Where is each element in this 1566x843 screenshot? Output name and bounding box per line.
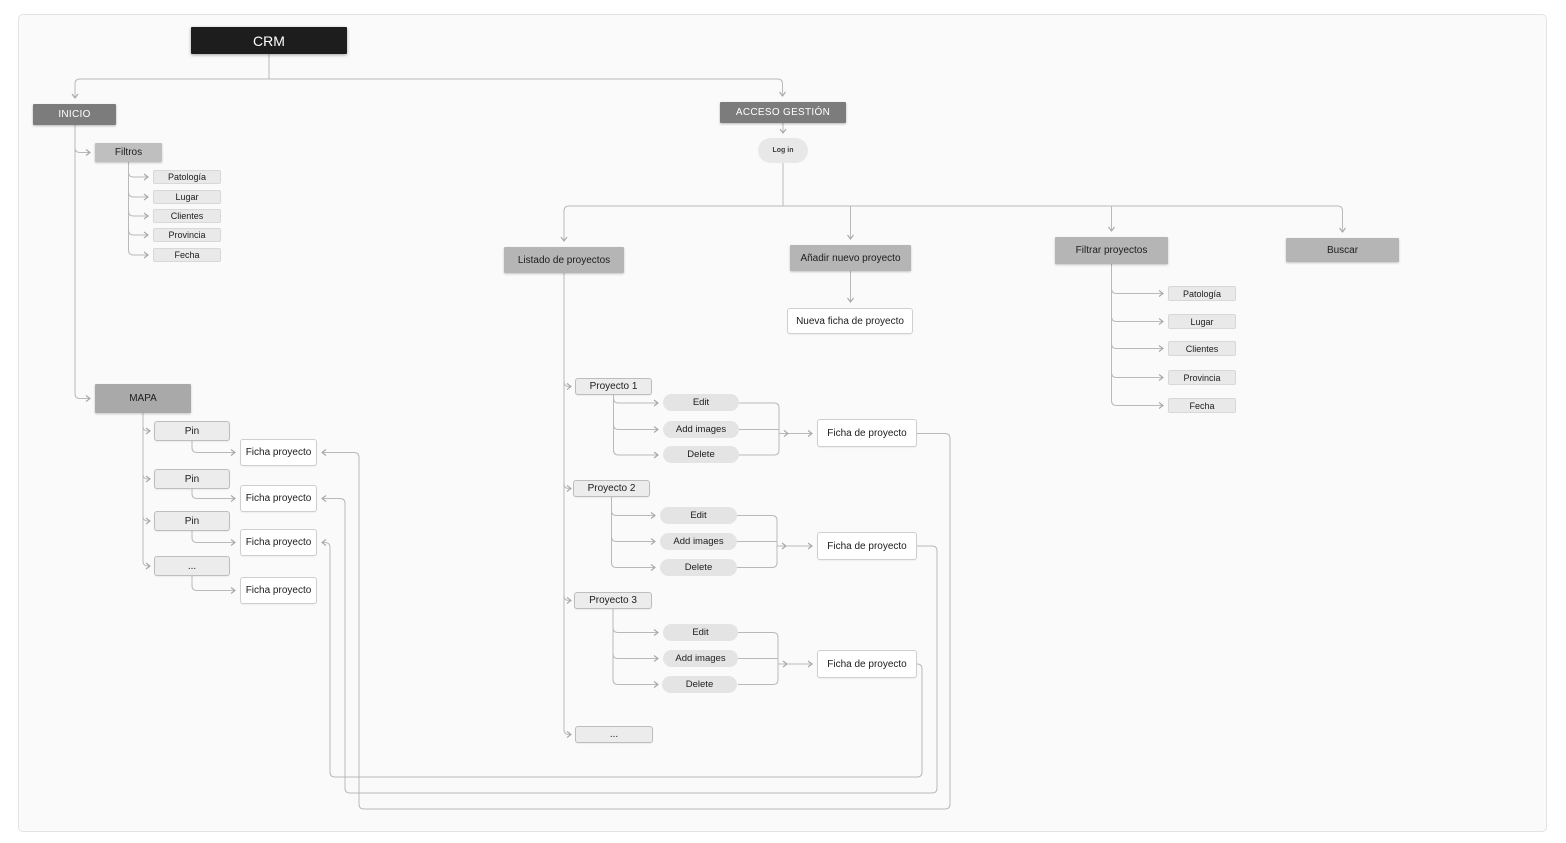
node-proyecto-1-add-images[interactable]: Add images [663, 421, 739, 438]
edge-filtros-clientes [128, 210, 149, 220]
node-filtrar-proyectos[interactable]: Filtrar proyectos [1055, 237, 1168, 264]
node-proyecto-3[interactable]: Proyecto 3 [574, 592, 652, 609]
edge-p3-add [612, 653, 659, 662]
edge-loop-ficha3 [321, 539, 923, 778]
node-proyecto-2[interactable]: Proyecto 2 [573, 480, 650, 497]
edge-filtros-provincia [128, 229, 149, 239]
edge-p2-del [611, 562, 656, 571]
edge-pin3-ficha [191, 531, 236, 546]
node-mapa[interactable]: MAPA [95, 384, 191, 413]
node-filtros-provincia[interactable]: Provincia [153, 228, 221, 242]
node-proyecto-1-delete[interactable]: Delete [663, 446, 739, 463]
node-ficha-proyecto-3[interactable]: Ficha proyecto [240, 529, 317, 556]
node-filtrar-fecha[interactable]: Fecha [1168, 398, 1236, 413]
node-proyecto-2-add-images[interactable]: Add images [660, 533, 737, 550]
node-login[interactable]: Log in [758, 138, 808, 163]
node-filtrar-clientes[interactable]: Clientes [1168, 341, 1236, 356]
node-ficha-proyecto-1[interactable]: Ficha proyecto [240, 439, 317, 466]
node-pin-1[interactable]: Pin [154, 421, 230, 441]
connectors [71, 54, 1346, 810]
node-proyecto-1[interactable]: Proyecto 1 [575, 378, 652, 395]
edge-mapa-more [142, 560, 151, 570]
edge-filtros-patologia [128, 171, 149, 181]
edge-mapa-pin3 [142, 515, 151, 525]
edge-crm-inicio [71, 78, 269, 99]
edge-filtros-lugar [128, 191, 149, 201]
node-nueva-ficha-de-proyecto[interactable]: Nueva ficha de proyecto [787, 308, 913, 334]
node-anadir-nuevo-proyecto[interactable]: Añadir nuevo proyecto [790, 245, 911, 271]
node-filtros[interactable]: Filtros [95, 143, 162, 162]
edge-loop-ficha1 [321, 433, 951, 810]
edge-p3-del [612, 679, 659, 688]
edge-inicio-mapa [74, 125, 91, 402]
node-crm[interactable]: CRM [191, 27, 347, 54]
node-proyecto-3-add-images[interactable]: Add images [663, 650, 738, 667]
node-proyecto-3-delete[interactable]: Delete [662, 676, 737, 693]
node-proyecto-3-edit[interactable]: Edit [663, 624, 738, 641]
edge-pin1-ficha [191, 441, 236, 456]
edge-loop-ficha2 [321, 495, 938, 794]
edge-filtrar-provincia [1111, 372, 1164, 381]
node-acceso-gestion[interactable]: ACCESO GESTIÓN [720, 102, 846, 123]
node-ficha-proyecto-2[interactable]: Ficha proyecto [240, 485, 317, 512]
node-filtros-fecha[interactable]: Fecha [153, 248, 221, 262]
edge-mapa-pin2 [142, 473, 151, 483]
edge-filtrar-fecha [1111, 400, 1164, 409]
node-ficha-proyecto-4[interactable]: Ficha proyecto [240, 577, 317, 604]
node-pin-3[interactable]: Pin [154, 511, 230, 531]
node-filtrar-lugar[interactable]: Lugar [1168, 314, 1236, 329]
edge-filtrar-lugar [1111, 316, 1164, 325]
node-proyecto-2-delete[interactable]: Delete [660, 559, 737, 576]
edge-login-buscar [783, 205, 1346, 233]
edge-inicio-filtros [74, 140, 91, 156]
edge-crm-acceso [269, 78, 786, 97]
node-proyecto-2-edit[interactable]: Edit [660, 507, 737, 524]
edge-login-listado [560, 205, 783, 242]
node-ficha-de-proyecto-3[interactable]: Ficha de proyecto [817, 650, 917, 678]
node-inicio[interactable]: INICIO [33, 104, 116, 125]
edge-p3-edit [612, 627, 659, 636]
node-listado-more[interactable]: ... [575, 726, 653, 743]
edge-p2-add [611, 536, 656, 545]
node-filtros-lugar[interactable]: Lugar [153, 190, 221, 204]
edge-p1-edit [613, 397, 659, 407]
edge-p1-del [613, 449, 659, 459]
edge-p2-edit [611, 510, 656, 519]
edge-p1-add [613, 424, 659, 433]
node-proyecto-1-edit[interactable]: Edit [663, 394, 739, 411]
node-listado-proyectos[interactable]: Listado de proyectos [504, 247, 624, 273]
node-filtros-patologia[interactable]: Patología [153, 170, 221, 184]
edge-listado-p2 [563, 483, 572, 492]
edge-listado-p3 [563, 595, 572, 604]
edge-pin2-ficha [191, 489, 236, 502]
edge-listado-more [563, 729, 572, 738]
node-pin-2[interactable]: Pin [154, 469, 230, 489]
edge-filtrar-clientes [1111, 343, 1164, 352]
edge-mapa-pin1 [142, 425, 151, 435]
node-buscar[interactable]: Buscar [1286, 238, 1399, 262]
node-filtrar-patologia[interactable]: Patología [1168, 286, 1236, 301]
node-ficha-de-proyecto-2[interactable]: Ficha de proyecto [817, 532, 917, 560]
node-filtros-clientes[interactable]: Clientes [153, 209, 221, 223]
node-filtrar-provincia[interactable]: Provincia [1168, 370, 1236, 385]
edge-more-ficha [191, 576, 236, 594]
edge-filtros-fecha [128, 249, 149, 259]
edge-listado-p1 [563, 381, 572, 390]
edge-filtrar-patologia [1111, 288, 1164, 297]
node-mapa-more[interactable]: ... [154, 556, 230, 576]
node-ficha-de-proyecto-1[interactable]: Ficha de proyecto [817, 419, 917, 447]
